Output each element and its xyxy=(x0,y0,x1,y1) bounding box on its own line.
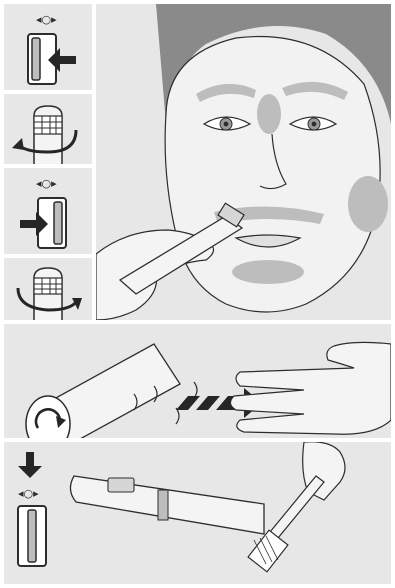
step-2-switch-panel: ◂○▸ xyxy=(4,168,92,254)
switch-symbols-2: ◂○▸ xyxy=(36,178,57,189)
step-1-rotate-panel xyxy=(4,94,92,164)
step-3-face-panel xyxy=(96,4,391,320)
step-2-rotate-panel xyxy=(4,258,92,320)
tap-clean-illustration xyxy=(4,324,391,438)
cheek-zone xyxy=(348,176,388,232)
switch-knob xyxy=(54,202,62,244)
step-4-clean-panel xyxy=(4,324,391,438)
cap-ribs xyxy=(34,116,62,134)
step-5-brush-panel: ◂○▸ xyxy=(4,442,391,584)
cap-ribs xyxy=(34,278,62,294)
switch-right-symbol: ▸ xyxy=(33,487,39,500)
face-illustration xyxy=(96,4,391,320)
switch-right-symbol: ▸ xyxy=(51,13,57,26)
switch-symbols-3: ◂○▸ xyxy=(18,488,39,499)
nose-bridge-zone xyxy=(257,94,281,134)
switch-symbols-1: ◂○▸ xyxy=(36,14,57,25)
switch-middle-symbol: ○ xyxy=(42,177,52,190)
cap-rotate-ccw-illustration xyxy=(4,94,92,164)
switch-middle-symbol: ○ xyxy=(24,487,34,500)
finger-hand xyxy=(230,342,391,434)
switch-right-symbol: ▸ xyxy=(51,177,57,190)
cap-body xyxy=(34,106,62,164)
step-1-switch-panel: ◂○▸ xyxy=(4,4,92,90)
arrow-down-icon xyxy=(4,442,391,584)
switch-knob xyxy=(32,38,40,80)
chin-zone xyxy=(232,260,304,284)
switch-middle-symbol: ○ xyxy=(42,13,52,26)
cap-rotate-cw-illustration xyxy=(4,258,92,320)
